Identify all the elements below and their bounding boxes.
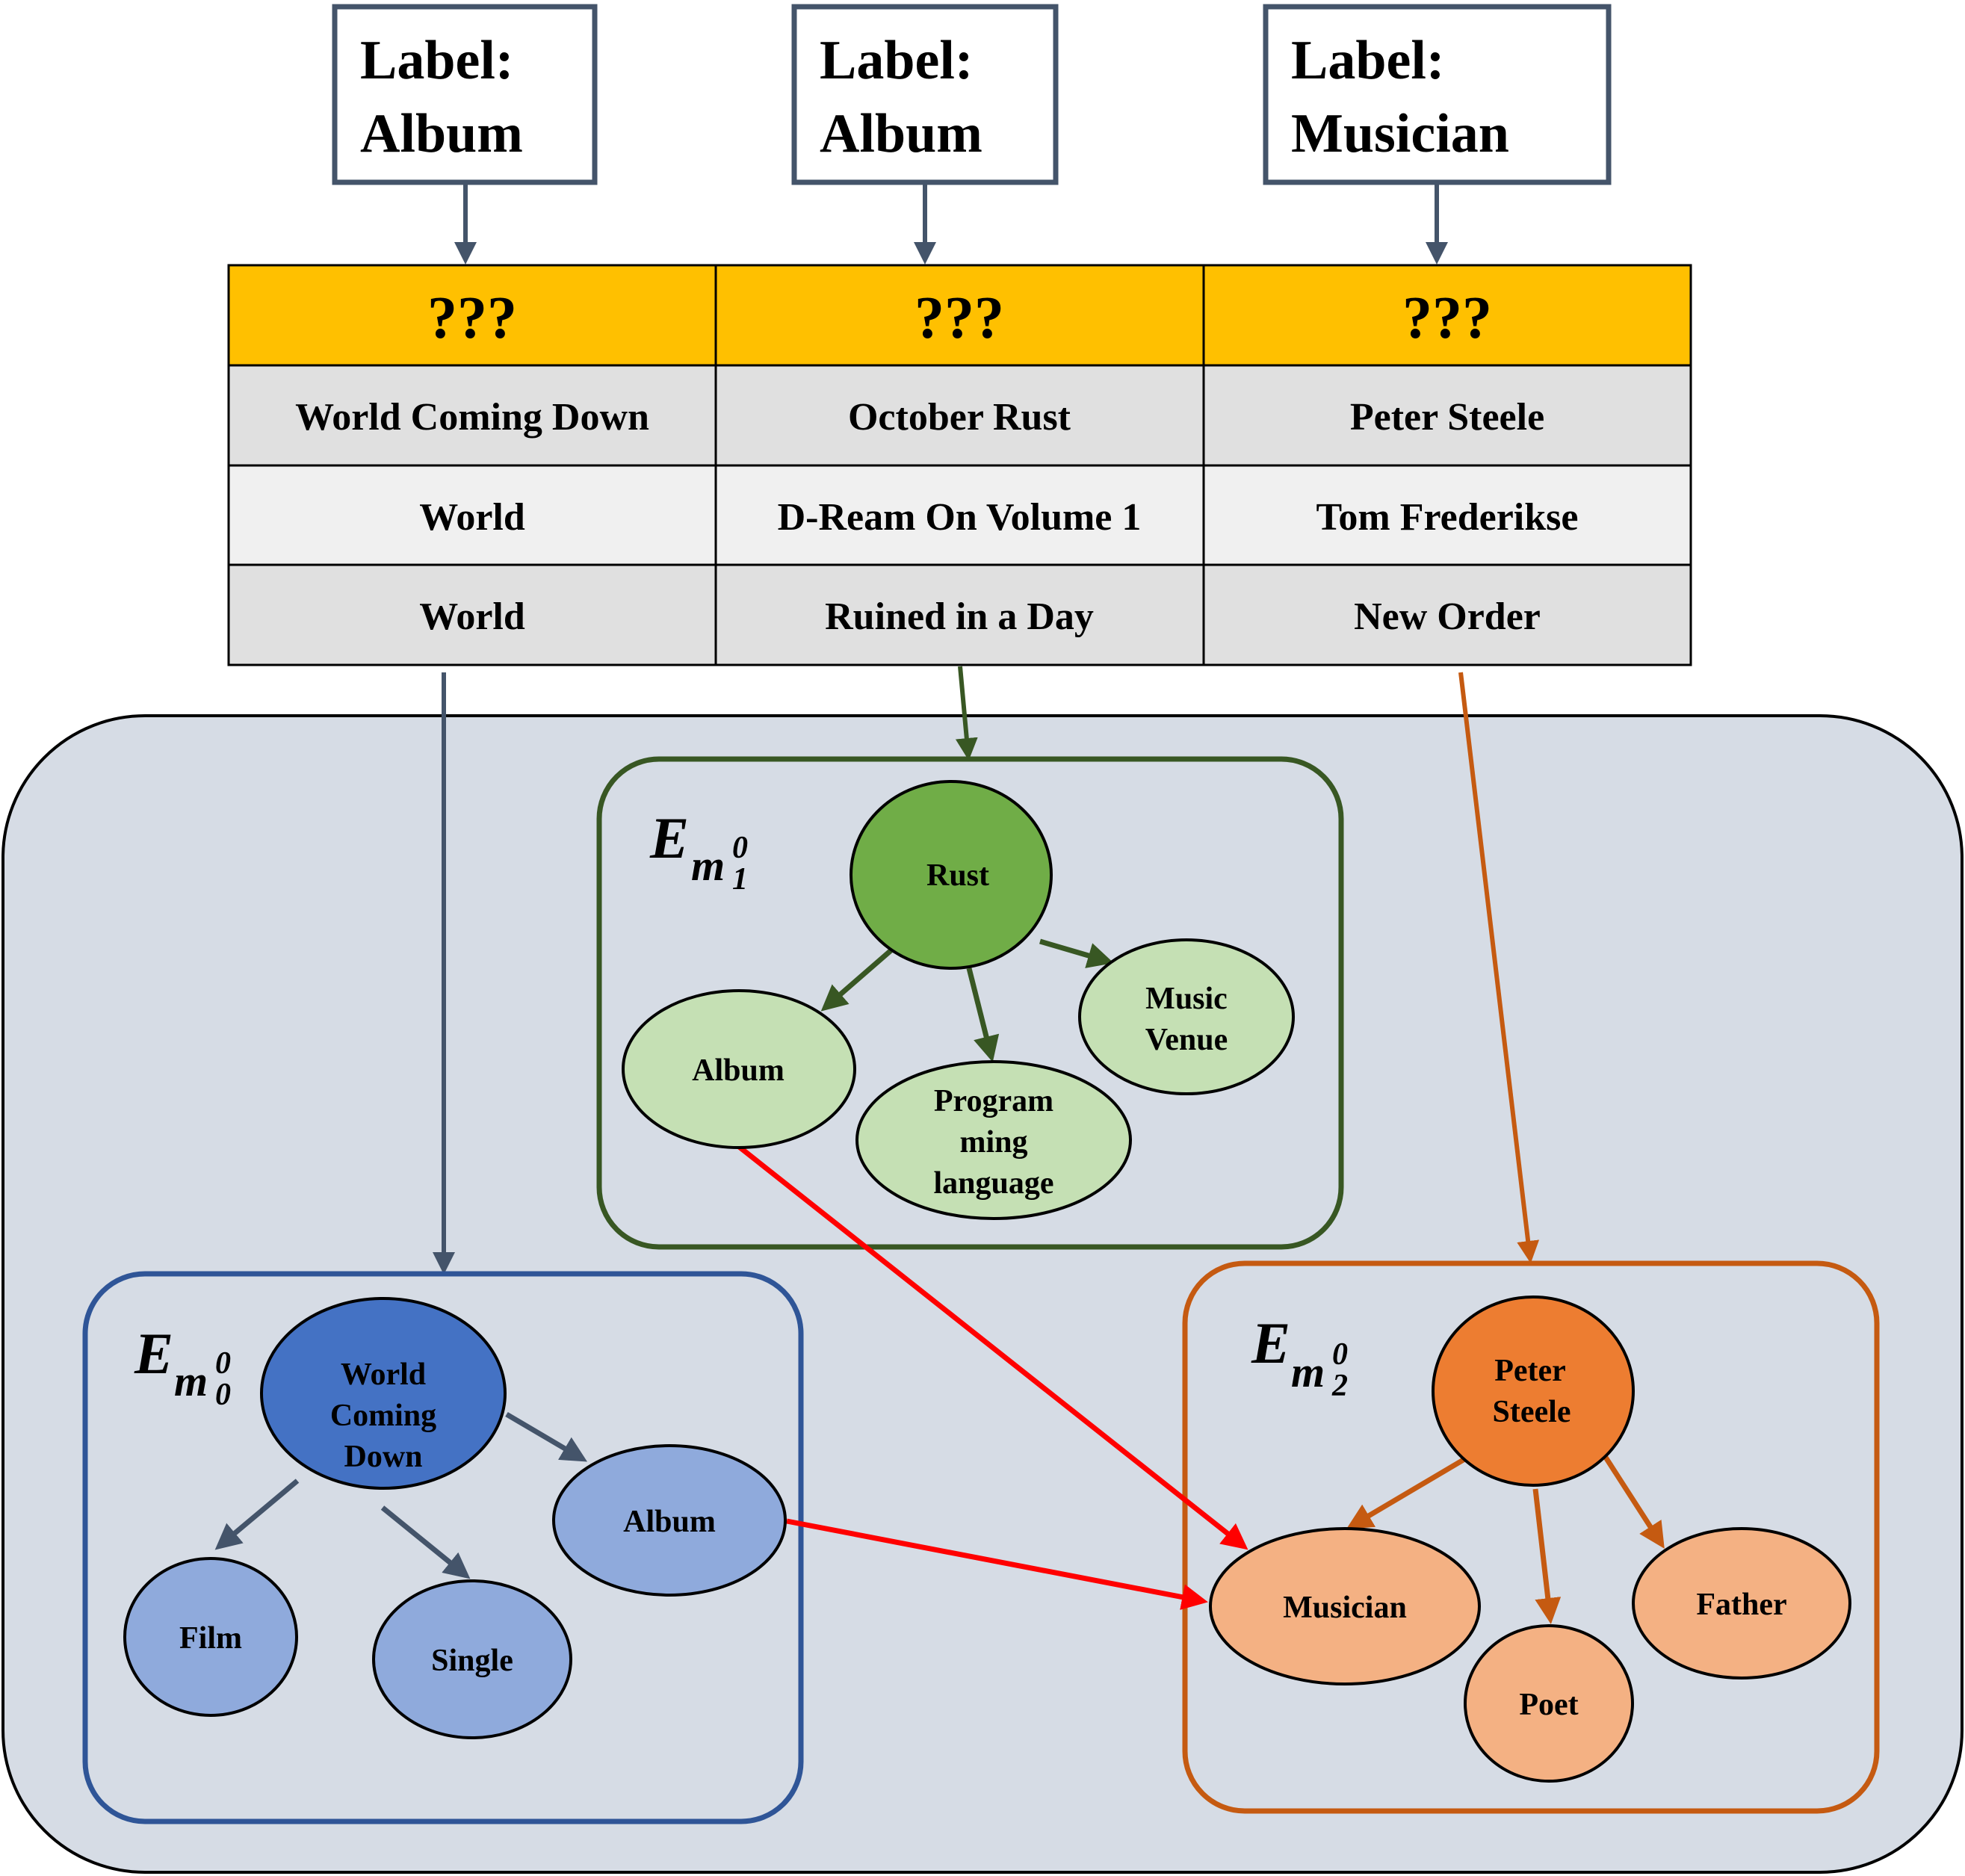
edge xyxy=(1603,1455,1665,1549)
right-panel-symbol: E m 0 2 xyxy=(1251,1310,1348,1403)
node-label: Peter xyxy=(1494,1354,1566,1388)
table-cell: Tom Frederikse xyxy=(1316,496,1579,539)
edge xyxy=(966,968,1000,1062)
symbol-sup: 0 xyxy=(1332,1337,1348,1372)
label-box-3: Label: Musician xyxy=(1263,4,1612,185)
edge xyxy=(214,1479,300,1550)
symbol-sub: m xyxy=(174,1357,208,1405)
node-label: Album xyxy=(692,1053,785,1088)
table-cell: World Coming Down xyxy=(295,396,649,439)
node-music-venue: Music Venue xyxy=(1078,938,1295,1095)
table-cell: Ruined in a Day xyxy=(825,595,1094,638)
symbol-sup: 0 xyxy=(732,831,748,865)
edge xyxy=(820,941,901,1012)
table-cell: World xyxy=(419,496,525,539)
node-label: Father xyxy=(1696,1588,1786,1622)
table-cell: World xyxy=(419,595,525,638)
node-label: Music xyxy=(1145,982,1228,1016)
edge xyxy=(380,1505,471,1579)
node-film: Film xyxy=(123,1557,298,1717)
table-cell: October Rust xyxy=(848,396,1071,439)
node-musician: Musician xyxy=(1209,1527,1481,1685)
table-to-right-panel-arrow xyxy=(1458,672,1540,1263)
right-panel xyxy=(1182,1260,1880,1814)
symbol-sub: m xyxy=(1291,1348,1325,1396)
edge xyxy=(1346,1455,1467,1529)
node-label: ming xyxy=(959,1125,1027,1160)
symbol-index: 2 xyxy=(1331,1369,1348,1403)
node-label: Poet xyxy=(1519,1688,1578,1722)
symbol-base: E xyxy=(1251,1310,1290,1375)
node-label: Single xyxy=(431,1644,513,1678)
symbol-index: 1 xyxy=(732,862,748,897)
red-link-album-to-musician xyxy=(736,1144,1248,1550)
middle-panel-symbol: E m 0 1 xyxy=(649,805,748,897)
table-header-2: ??? xyxy=(915,285,1004,351)
label-box-1-line1: Label: xyxy=(360,30,514,91)
left-panel-symbol: E m 0 0 xyxy=(134,1321,231,1412)
node-label: Film xyxy=(179,1621,242,1656)
node-label: Album xyxy=(623,1505,716,1539)
edge xyxy=(1039,938,1114,968)
node-label: World xyxy=(341,1358,426,1392)
label-box-1-line2: Album xyxy=(360,103,523,164)
node-label: Down xyxy=(344,1440,422,1474)
middle-panel xyxy=(596,756,1344,1250)
node-rust: Rust xyxy=(850,780,1053,970)
left-panel xyxy=(82,1271,804,1824)
node-label: Steele xyxy=(1493,1395,1571,1429)
red-link-album-to-musician-2 xyxy=(786,1518,1208,1610)
edge xyxy=(505,1411,588,1462)
node-world-coming-down: World Coming Down xyxy=(260,1297,507,1490)
label-box-2-line1: Label: xyxy=(820,30,974,91)
node-father: Father xyxy=(1632,1527,1851,1680)
symbol-base: E xyxy=(649,805,689,870)
label-box-2-line2: Album xyxy=(820,103,982,164)
entity-table: ??? ??? ??? World Coming Down October Ru… xyxy=(227,264,1692,666)
node-label: Coming xyxy=(330,1399,436,1433)
table-header-1: ??? xyxy=(427,285,517,351)
node-label: Venue xyxy=(1145,1023,1228,1057)
node-single: Single xyxy=(372,1579,572,1739)
label-box-2: Label: Album xyxy=(791,4,1059,185)
node-peter-steele: Peter Steele xyxy=(1432,1295,1635,1487)
node-album-left: Album xyxy=(552,1444,787,1597)
table-cell: New Order xyxy=(1354,595,1541,638)
symbol-index: 0 xyxy=(215,1378,231,1412)
label-box-3-line1: Label: xyxy=(1291,30,1445,91)
symbol-base: E xyxy=(134,1321,173,1386)
node-label: language xyxy=(933,1166,1053,1201)
node-label: Rust xyxy=(926,858,989,893)
table-to-middle-panel-arrow xyxy=(955,666,978,761)
symbol-sup: 0 xyxy=(215,1346,231,1381)
table-header-3: ??? xyxy=(1402,285,1492,351)
node-poet: Poet xyxy=(1464,1624,1634,1783)
label-box-1: Label: Album xyxy=(332,4,598,185)
node-label: Musician xyxy=(1283,1591,1407,1625)
table-cell: Peter Steele xyxy=(1350,396,1544,439)
symbol-sub: m xyxy=(691,841,725,890)
label-box-3-line2: Musician xyxy=(1291,103,1509,164)
table-cell: D-Ream On Volume 1 xyxy=(778,496,1142,539)
node-label: Program xyxy=(934,1084,1053,1118)
edge xyxy=(1532,1488,1562,1624)
node-programming-language: Program ming language xyxy=(855,1060,1132,1220)
node-album-middle: Album xyxy=(622,989,856,1149)
